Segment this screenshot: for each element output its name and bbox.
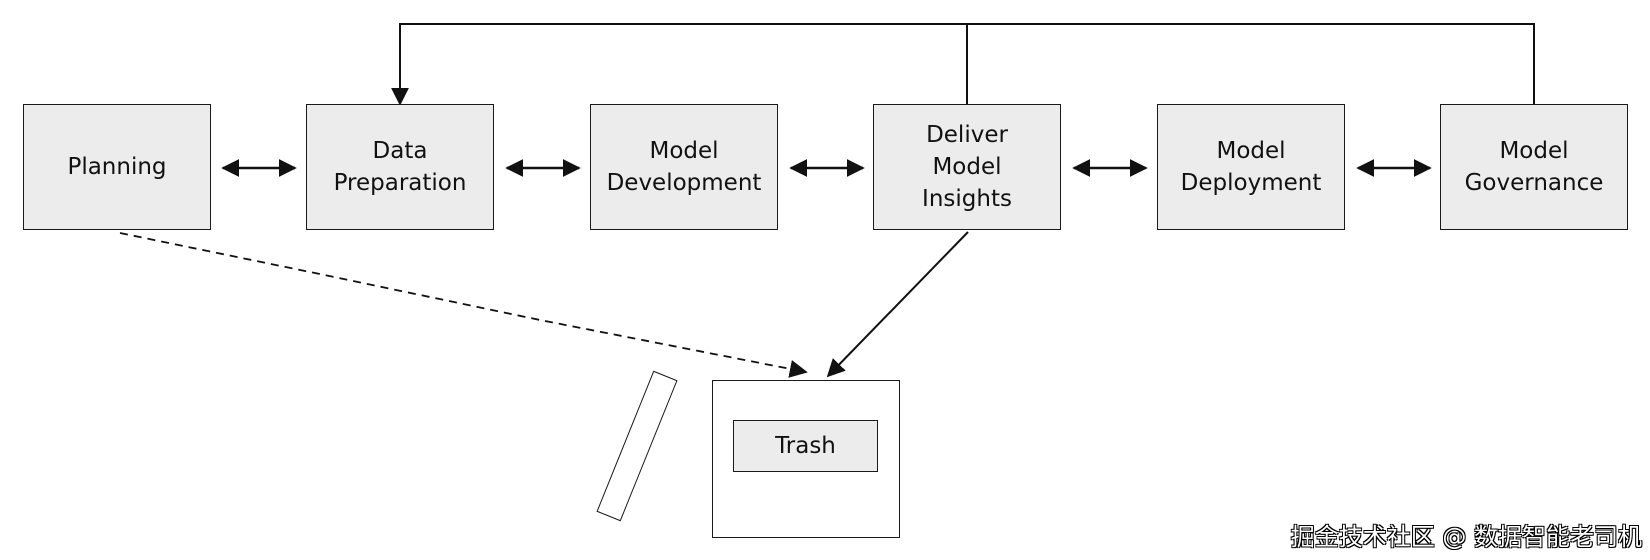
node-model-governance: Model Governance <box>1440 104 1628 230</box>
node-model-deployment: Model Deployment <box>1157 104 1345 230</box>
watermark: 掘金技术社区 @ 数据智能老司机 <box>1290 523 1642 551</box>
node-label-model-development: Model Development <box>606 138 762 196</box>
node-deliver-insights: Deliver Model Insights <box>873 104 1061 230</box>
node-label-model-deployment: Model Deployment <box>1180 138 1322 196</box>
node-data-preparation: Data Preparation <box>306 104 494 230</box>
trash-label: Trash <box>733 420 878 472</box>
arrow-deliver-insights-to-trash <box>826 231 969 378</box>
node-label-deliver-insights: Deliver Model Insights <box>922 122 1012 212</box>
dashed-arrow-planning-to-trash <box>119 232 808 378</box>
node-label-data-preparation: Data Preparation <box>333 138 467 196</box>
node-planning: Planning <box>23 104 211 230</box>
node-label-planning: Planning <box>67 154 167 180</box>
node-label-model-governance: Model Governance <box>1464 138 1604 196</box>
node-model-development: Model Development <box>590 104 778 230</box>
